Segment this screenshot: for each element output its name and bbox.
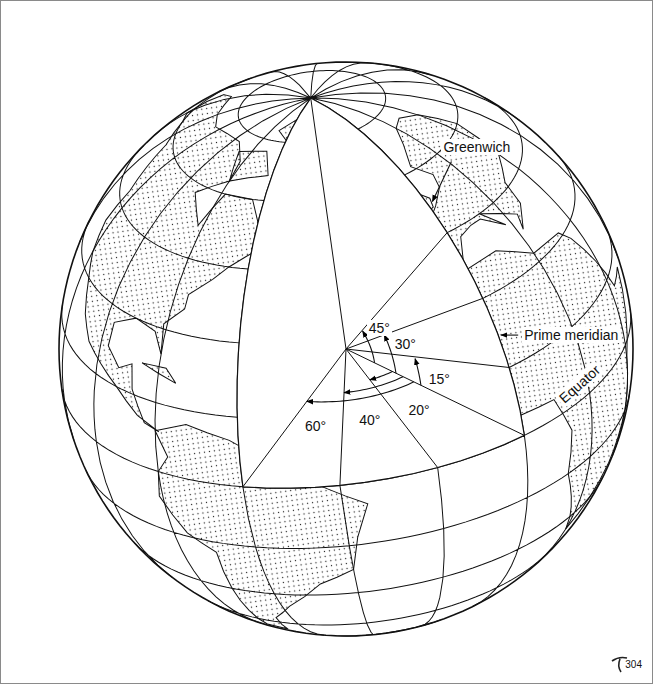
radius-line — [346, 233, 447, 349]
angle-label-box: 45° — [367, 319, 392, 337]
globe-outline — [22, 25, 653, 673]
radius-line — [311, 98, 346, 349]
angle-arrow — [370, 371, 393, 379]
angle-arrow — [415, 359, 421, 386]
globe-face — [22, 25, 653, 673]
figure-number-box: 304 — [623, 654, 644, 672]
angle-label: 45° — [367, 320, 392, 336]
angle-label: 15° — [427, 371, 452, 387]
place-label-box: Greenwich — [441, 138, 512, 156]
radius-line — [243, 349, 346, 487]
angle-arrow — [307, 382, 414, 402]
radius-line — [346, 349, 438, 468]
graticule — [22, 25, 653, 673]
globe — [22, 25, 653, 673]
line-label-box: Prime meridian — [522, 326, 620, 344]
angle-label-box: 60° — [303, 417, 328, 435]
continent — [225, 148, 270, 181]
leader-arrow — [432, 161, 451, 201]
radius-line — [340, 349, 346, 485]
angle-label-box: 15° — [427, 370, 452, 388]
angle-label: 40° — [357, 412, 382, 428]
angle-label-box: 20° — [407, 401, 432, 419]
figure-number: 304 — [623, 659, 644, 671]
angle-label-box: 30° — [393, 335, 418, 353]
continent — [142, 359, 176, 388]
angle-label-box: 40° — [357, 411, 382, 429]
cut-wedge — [191, 75, 528, 499]
angle-label: 60° — [303, 418, 328, 434]
leader-lines — [432, 161, 518, 335]
wedge-lines — [243, 98, 524, 487]
angle-label: 30° — [393, 336, 418, 352]
angle-label: 20° — [407, 402, 432, 418]
radius-line — [346, 349, 509, 367]
line-label: Prime meridian — [522, 327, 620, 343]
place-label: Greenwich — [441, 139, 512, 155]
radius-line — [346, 349, 524, 435]
leader-arrow — [501, 335, 518, 336]
